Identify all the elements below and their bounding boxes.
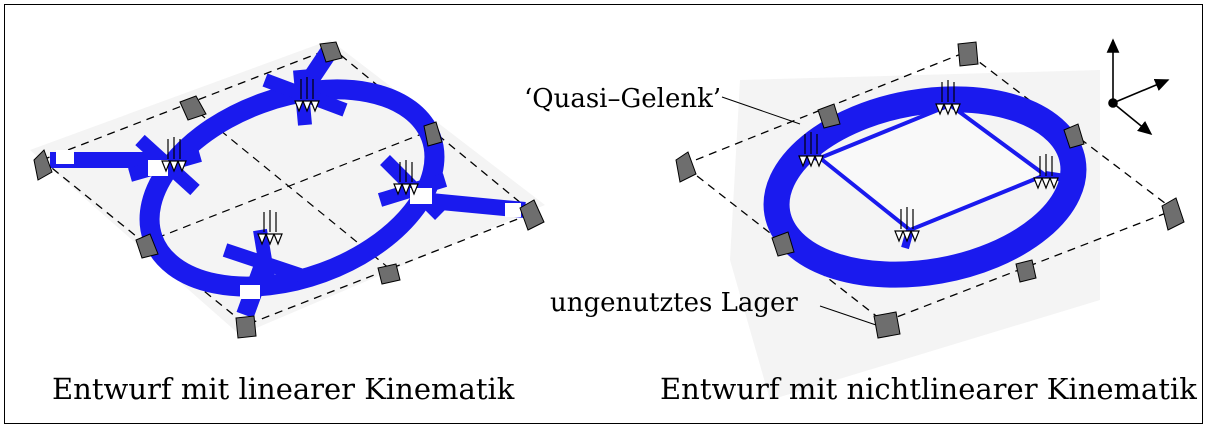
quasi-gelenk-label: ‘Quasi–Gelenk’	[524, 84, 722, 114]
left-window-2	[505, 203, 521, 217]
right-design	[675, 41, 1185, 400]
support-left-corner	[33, 149, 53, 181]
right-material-ring	[763, 86, 1087, 288]
support-edge-1	[817, 103, 841, 129]
load-marker	[161, 137, 187, 173]
unused-support-leader	[819, 305, 877, 326]
support-top-corner	[957, 41, 979, 67]
right-loads	[798, 80, 1059, 243]
load-marker	[935, 80, 961, 116]
load-marker	[393, 160, 419, 196]
right-supports	[675, 41, 1185, 339]
left-grid-line-2	[143, 129, 433, 244]
support-edge-1	[179, 95, 207, 121]
coordinate-axes	[1106, 38, 1170, 136]
support-edge-3	[135, 233, 159, 259]
support-edge-4	[1015, 259, 1037, 283]
left-loads	[161, 77, 419, 246]
support-bottom-corner	[235, 315, 257, 339]
right-brace-3	[1044, 171, 1066, 182]
axis-diag	[1112, 102, 1153, 136]
support-right-corner	[1161, 197, 1185, 231]
support-edge-2	[423, 121, 443, 147]
support-edge-4	[377, 263, 401, 285]
left-supports	[33, 41, 545, 339]
caption-right: Entwurf mit nichtlinearer Kinematik	[660, 372, 1197, 406]
support-right-corner	[519, 199, 545, 231]
load-marker	[294, 77, 320, 113]
support-edge-3	[771, 231, 795, 257]
support-unused	[873, 311, 901, 339]
left-window-1	[56, 150, 74, 164]
left-window-5	[410, 188, 432, 204]
load-marker	[257, 210, 283, 246]
support-top-corner	[319, 41, 343, 63]
unused-support-label: ungenutztes Lager	[550, 288, 798, 318]
support-edge-2	[1063, 123, 1085, 149]
load-marker	[798, 132, 824, 168]
left-window-3	[240, 285, 260, 299]
axis-right	[1112, 79, 1170, 104]
load-marker	[1033, 154, 1059, 190]
support-left-corner	[675, 151, 697, 183]
caption-left: Entwurf mit linearer Kinematik	[52, 372, 515, 406]
quasi-gelenk-leader	[721, 96, 801, 125]
left-design	[30, 40, 545, 339]
load-marker	[894, 207, 920, 243]
